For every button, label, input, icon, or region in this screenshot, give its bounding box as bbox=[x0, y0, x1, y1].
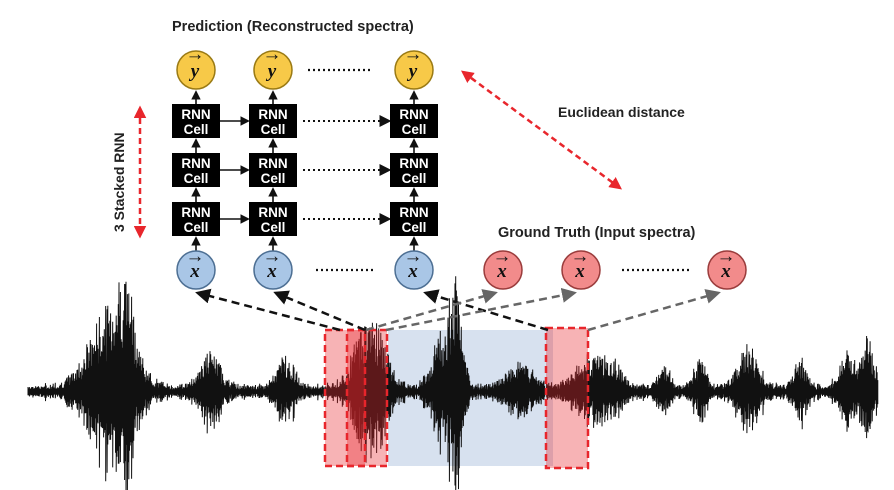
rnn-cell-box bbox=[249, 104, 297, 138]
frame-box-2 bbox=[345, 328, 389, 468]
rnn-cell-label-line2: Cell bbox=[261, 122, 286, 137]
dotted-connectors bbox=[308, 68, 690, 272]
input-symbol: x bbox=[189, 261, 200, 282]
output-node-circle bbox=[253, 50, 293, 90]
rnn-cell-label-line2: Cell bbox=[184, 122, 209, 137]
frame-arrow-3 bbox=[423, 289, 549, 332]
input-symbol: x bbox=[574, 261, 585, 282]
rnn-cell-label-line1: RNN bbox=[181, 107, 210, 122]
output-node: y→ bbox=[176, 44, 216, 90]
vector-arrow: → bbox=[404, 44, 423, 65]
rnn-cell-label-line2: Cell bbox=[184, 171, 209, 186]
output-node-circle bbox=[394, 50, 434, 90]
vector-arrow: → bbox=[404, 246, 423, 267]
rnn-cell-label-line1: RNN bbox=[399, 107, 428, 122]
input-node: x→ bbox=[707, 246, 747, 290]
ground-truth-title: Ground Truth (Input spectra) bbox=[498, 225, 696, 241]
rnn-cell-label-line2: Cell bbox=[402, 122, 427, 137]
stacked-rnn-label: 3 Stacked RNN bbox=[111, 132, 127, 232]
input-symbol: x bbox=[720, 261, 731, 282]
rnn-cell-box bbox=[249, 202, 297, 236]
vector-arrow: → bbox=[493, 246, 512, 267]
rnn-cell-label-line1: RNN bbox=[258, 156, 287, 171]
output-symbol: y bbox=[189, 61, 200, 82]
rnn-cell-label-line1: RNN bbox=[181, 205, 210, 220]
output-node: y→ bbox=[394, 44, 434, 90]
output-symbol: y bbox=[266, 61, 277, 82]
output-node-circle bbox=[176, 50, 216, 90]
rnn-cell-label-line1: RNN bbox=[258, 107, 287, 122]
rnn-cell-box bbox=[172, 202, 220, 236]
rnn-cell-label-line2: Cell bbox=[261, 220, 286, 235]
input-node-circle bbox=[253, 250, 293, 290]
frame-arrow-6 bbox=[587, 289, 721, 332]
input-nodes: x→x→x→x→x→x→ bbox=[176, 246, 747, 290]
rnn-cell-label-line2: Cell bbox=[402, 171, 427, 186]
output-symbol: y bbox=[407, 61, 418, 82]
rnn-cell-box bbox=[249, 153, 297, 187]
frame-box-3 bbox=[544, 326, 590, 470]
frame-box-1 bbox=[323, 328, 367, 468]
input-node: x→ bbox=[176, 246, 216, 290]
rnn-cell-label-line2: Cell bbox=[261, 171, 286, 186]
rnn-cell-box bbox=[390, 104, 438, 138]
rnn-cell-label-line1: RNN bbox=[258, 205, 287, 220]
prediction-title: Prediction (Reconstructed spectra) bbox=[172, 19, 414, 35]
input-symbol: x bbox=[266, 261, 277, 282]
output-node: y→ bbox=[253, 44, 293, 90]
rnn-cell-label-line2: Cell bbox=[184, 220, 209, 235]
euclidean-distance-arrow bbox=[460, 70, 623, 190]
frame-arrow-4 bbox=[365, 289, 498, 332]
rnn-cell-box bbox=[172, 153, 220, 187]
input-symbol: x bbox=[407, 261, 418, 282]
vector-arrow: → bbox=[717, 246, 736, 267]
frame-to-node-arrows bbox=[195, 287, 721, 332]
rnn-cell-box bbox=[390, 153, 438, 187]
input-node: x→ bbox=[561, 246, 601, 290]
input-symbol: x bbox=[496, 261, 507, 282]
input-node-circle bbox=[176, 250, 216, 290]
rnn-cell-box bbox=[172, 104, 220, 138]
frame-boxes bbox=[323, 326, 590, 470]
input-node-circle bbox=[561, 250, 601, 290]
input-node-circle bbox=[394, 250, 434, 290]
vector-arrow: → bbox=[186, 44, 205, 65]
frame-arrow-1 bbox=[195, 288, 341, 332]
rnn-grid: y→RNNCellRNNCellRNNCelly→RNNCellRNNCellR… bbox=[172, 44, 438, 251]
input-node: x→ bbox=[394, 246, 434, 290]
frame-arrow-5 bbox=[385, 287, 577, 332]
input-node-circle bbox=[707, 250, 747, 290]
input-node: x→ bbox=[253, 246, 293, 290]
vector-arrow: → bbox=[263, 44, 282, 65]
vector-arrow: → bbox=[571, 246, 590, 267]
input-node-circle bbox=[483, 250, 523, 290]
rnn-cell-label-line1: RNN bbox=[399, 156, 428, 171]
vector-arrow: → bbox=[186, 246, 205, 267]
rnn-cell-label-line2: Cell bbox=[402, 220, 427, 235]
rnn-cell-box bbox=[390, 202, 438, 236]
vector-arrow: → bbox=[263, 246, 282, 267]
input-node: x→ bbox=[483, 246, 523, 290]
rnn-cell-label-line1: RNN bbox=[399, 205, 428, 220]
distance-label: Euclidean distance bbox=[558, 104, 685, 120]
rnn-cell-label-line1: RNN bbox=[181, 156, 210, 171]
audio-waveform bbox=[27, 276, 879, 490]
frame-arrow-2 bbox=[273, 290, 366, 332]
